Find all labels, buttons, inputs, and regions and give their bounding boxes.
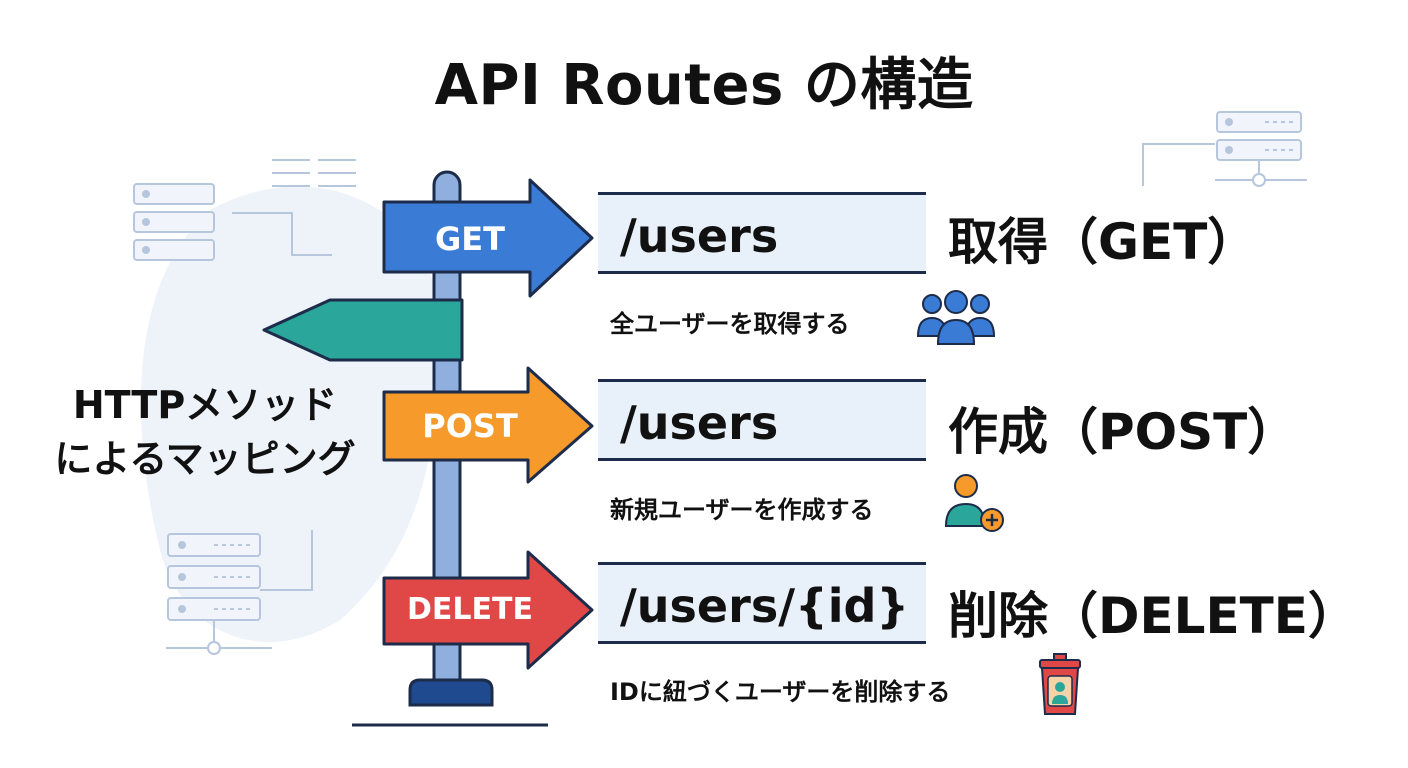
side-label-line2: によるマッピング: [54, 437, 356, 481]
user-add-icon: [944, 474, 1004, 532]
get-arrow-sign: [382, 178, 594, 298]
delete-sign-label: DELETE: [407, 592, 533, 627]
left-arrow-sign: [262, 298, 464, 362]
post-arrow-sign: [382, 366, 594, 484]
trash-user-icon: [1039, 653, 1081, 715]
page-title: API Routes の構造: [434, 53, 974, 118]
route-title-get: 取得（GET）: [948, 213, 1258, 271]
server-rack-icon-left-bottom: [166, 530, 313, 655]
connector-line-left-top: [232, 212, 332, 256]
route-desc-get: 全ユーザーを取得する: [610, 310, 850, 338]
server-rack-icon-right-top: [1142, 111, 1307, 187]
http-method-mapping-label: HTTPメソッド によるマッピング: [30, 378, 380, 486]
route-path-post: /users: [598, 379, 926, 461]
server-rack-icon-left-top: [133, 183, 215, 261]
signpost: [262, 170, 594, 727]
users-group-icon: [916, 290, 996, 345]
text-lines-icon: [272, 159, 356, 187]
route-path-get: /users: [598, 192, 926, 274]
signpost-base: [408, 678, 494, 707]
route-title-post: 作成（POST）: [948, 403, 1298, 461]
route-title-delete: 削除（DELETE）: [948, 587, 1358, 645]
route-desc-delete: IDに紐づくユーザーを削除する: [610, 678, 951, 706]
route-desc-post: 新規ユーザーを作成する: [610, 496, 874, 524]
get-sign-label: GET: [435, 220, 505, 258]
side-label-line1: HTTPメソッド: [72, 383, 338, 427]
post-sign-label: POST: [422, 407, 518, 445]
route-path-delete: /users/{id}: [598, 562, 926, 644]
delete-arrow-sign: [382, 550, 594, 670]
